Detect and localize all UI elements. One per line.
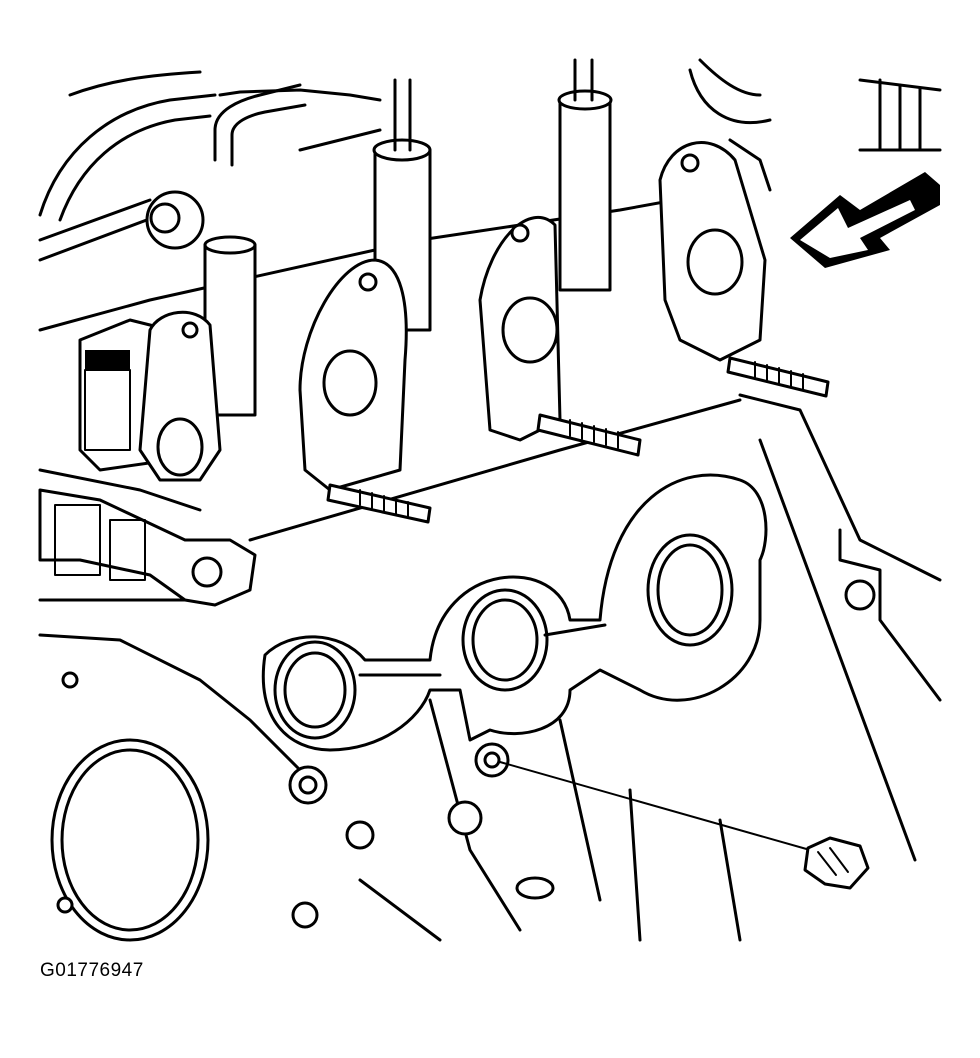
- direction-arrow-icon: [790, 172, 940, 268]
- stud-3: [728, 358, 828, 396]
- exhaust-manifold-gasket: [263, 475, 766, 750]
- upper-right-hose: [690, 60, 940, 190]
- figure-code: G01776947: [40, 960, 144, 981]
- mounting-holes: [58, 581, 874, 927]
- manifold-studs: [328, 358, 828, 522]
- stud-2: [538, 415, 640, 455]
- timing-cover-opening: [52, 740, 208, 940]
- engine-block-outline: [40, 190, 940, 940]
- upper-tubing: [40, 72, 380, 260]
- left-bracket: [40, 490, 255, 605]
- stud-1: [328, 485, 430, 522]
- heat-shield-tabs: [140, 143, 765, 490]
- manifold-bolt: [500, 762, 868, 888]
